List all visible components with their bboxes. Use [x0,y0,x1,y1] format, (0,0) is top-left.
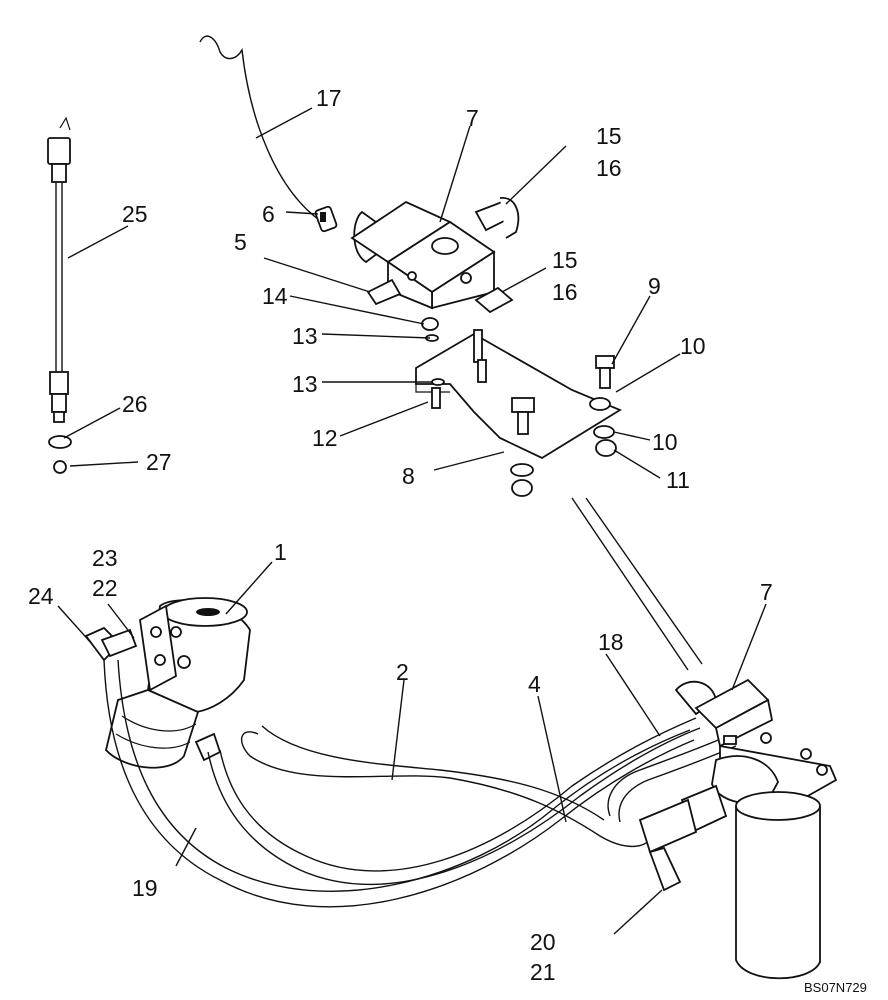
callout-24: 24 [28,583,54,609]
callout-9: 9 [648,273,661,299]
callout-21: 21 [530,959,556,985]
callout-17: 17 [316,85,342,111]
callout-22: 22 [92,575,118,601]
callout-7-lower: 7 [760,579,773,605]
callout-23: 23 [92,545,118,571]
callout-15-upper: 15 [596,123,622,149]
leader-lines [57,107,767,935]
callout-16-lower: 16 [552,279,578,305]
mounting-bracket [415,317,622,497]
hoses [103,659,737,908]
callout-18: 18 [598,629,624,655]
callout-25: 25 [122,201,148,227]
callout-2: 2 [396,659,409,685]
callout-11: 11 [666,467,690,493]
callout-5: 5 [234,229,247,255]
callout-19: 19 [132,875,158,901]
callout-7-top: 7 [466,105,479,131]
callout-27: 27 [146,449,172,475]
callout-13-upper: 13 [292,323,318,349]
callout-15-lower: 15 [552,247,578,273]
callout-4: 4 [528,671,541,697]
callout-8: 8 [402,463,415,489]
callout-20: 20 [530,929,556,955]
callout-14: 14 [262,283,288,309]
callout-10-lower: 10 [652,429,678,455]
callout-16-upper: 16 [596,155,622,181]
callout-26: 26 [122,391,148,417]
callout-6: 6 [262,201,275,227]
solenoid-valve-top [314,197,520,314]
sensor-assembly [47,116,72,474]
callout-10-upper: 10 [680,333,706,359]
steering-control-unit [84,597,251,769]
drawing-code: BS07N729 [804,980,867,995]
wire-harness [199,35,323,223]
callout-labels: 1 2 4 5 6 7 7 8 9 10 10 11 12 13 13 14 1… [28,85,773,985]
callout-1: 1 [274,539,287,565]
callout-12: 12 [312,425,338,451]
callout-13-lower: 13 [292,371,318,397]
valve-and-filter-lower [638,678,838,980]
